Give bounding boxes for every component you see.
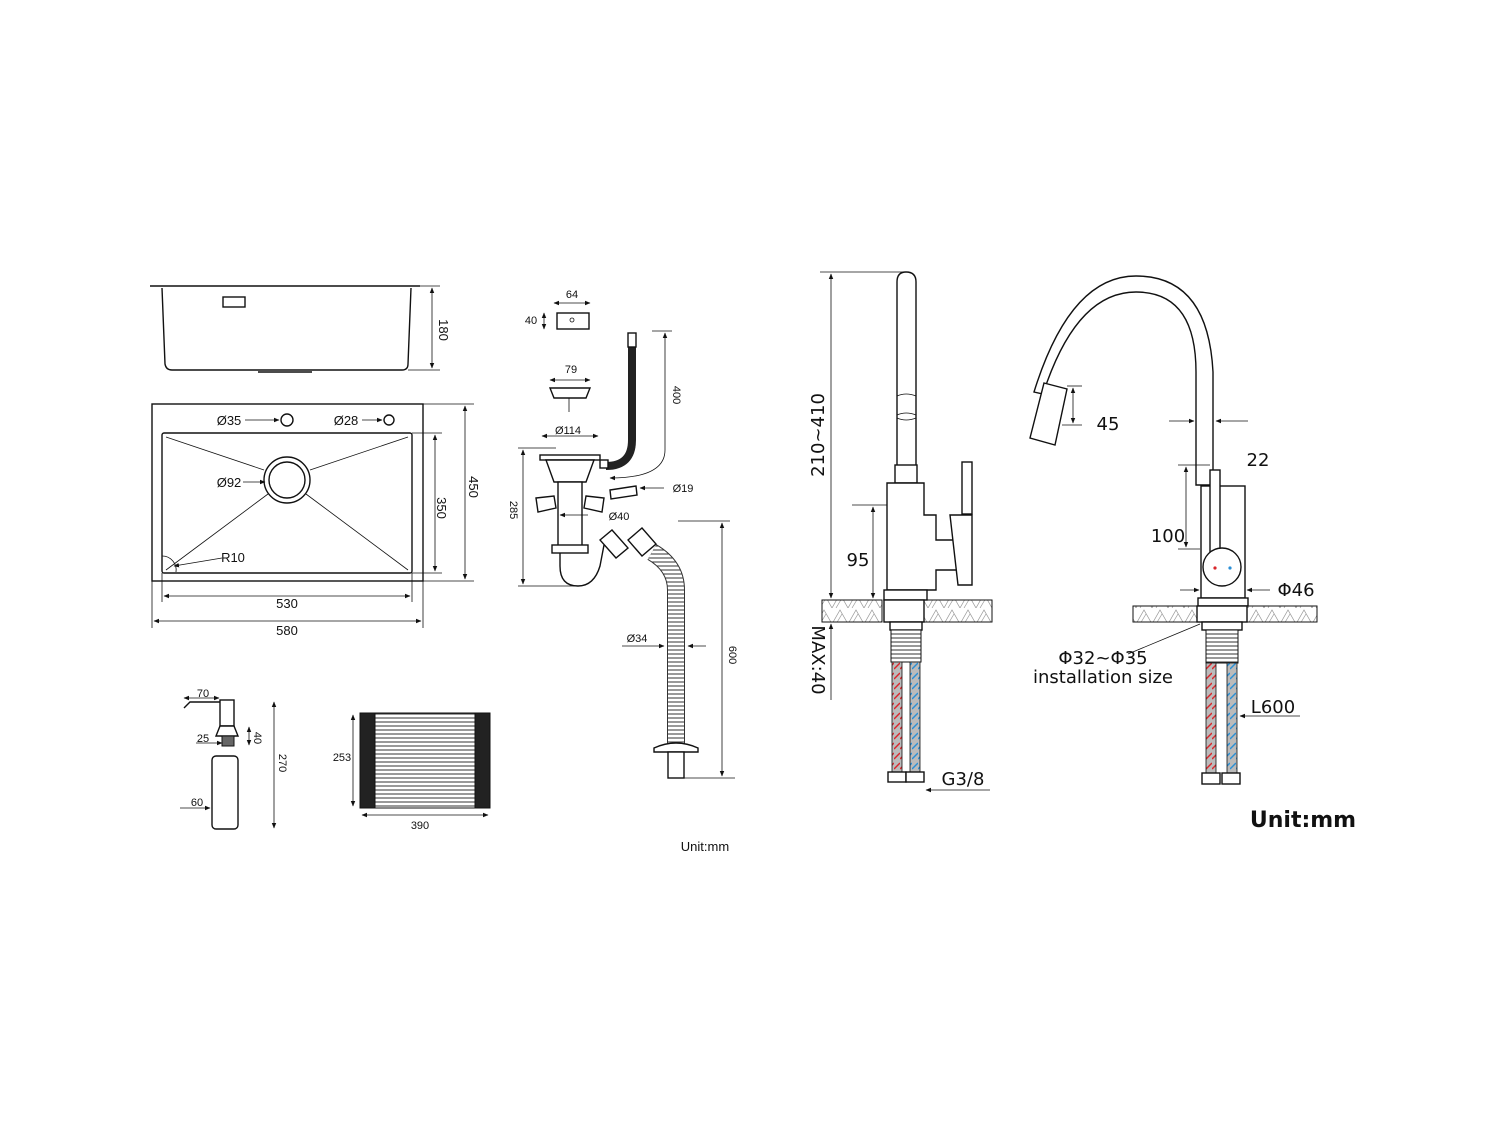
body-height-front-label: 100 [1151,526,1185,547]
depth-label: 180 [436,319,451,341]
corner-radius-label: R10 [221,550,245,565]
cold-indicator-icon [1228,566,1232,570]
overflow-height-label: 40 [525,315,537,327]
mat-length-label: 253 [333,752,351,764]
hose-length-label: L600 [1251,697,1295,718]
connector-diameter-label: Ø19 [673,483,694,495]
soap-dispenser: 70 25 40 270 60 [180,688,288,830]
hole-size-label: Φ32~Φ35 [1058,648,1147,669]
outer-length-label: 450 [466,476,481,498]
drain-label: Ø92 [217,475,242,490]
faucet-side-view: 210~410 95 MAX:40 G3/8 [807,271,993,793]
faucet-front-view: 45 22 100 Φ46 Φ32~Φ35 installation size … [1029,275,1356,833]
hose-diameter-label: Ø34 [627,633,648,645]
drain-kit-unit-label: Unit:mm [681,839,729,854]
flange-diameter-label: Ø114 [555,425,581,437]
inner-length-label: 350 [434,497,449,519]
tap-hole-2-label: Ø28 [334,413,359,428]
spout-diameter-label: 22 [1247,450,1270,471]
base-diameter-label: Φ46 [1277,580,1314,601]
soap-neck-label: 25 [197,733,209,745]
body-height-label: 95 [847,550,870,571]
max-deck-label: MAX:40 [807,625,828,694]
pipe-diameter-label: Ø40 [609,511,630,523]
faucet-unit-label: Unit:mm [1250,808,1356,833]
soap-spout-label: 70 [197,688,209,700]
sink-top-view: Ø35 Ø28 Ø92 R10 350 450 530 580 [151,403,481,638]
basket-diameter-label: 79 [565,364,577,376]
tap-hole-1-label: Ø35 [217,413,242,428]
drain-kit: 64 40 79 400 Ø114 Ø19 Ø40 285 [507,289,738,854]
sink-side-view: 180 [150,285,451,373]
hot-indicator-icon [1213,566,1217,570]
soap-bottle-label: 60 [191,797,203,809]
roll-mat: 253 390 [333,712,491,832]
overflow-width-label: 64 [566,289,578,301]
soap-height-label: 270 [276,754,288,772]
faucet-height-label: 210~410 [808,393,829,477]
spray-head-label: 45 [1097,414,1120,435]
hole-size-caption: installation size [1033,667,1173,688]
soap-pump-label: 40 [251,732,263,744]
outer-width-label: 580 [276,623,298,638]
hose-length-label: 600 [726,646,738,664]
overflow-hose-length-label: 400 [670,386,682,404]
mat-width-label: 390 [411,820,429,832]
inner-width-label: 530 [276,596,298,611]
trap-height-label: 285 [507,501,519,519]
connector-label: G3/8 [942,769,985,790]
